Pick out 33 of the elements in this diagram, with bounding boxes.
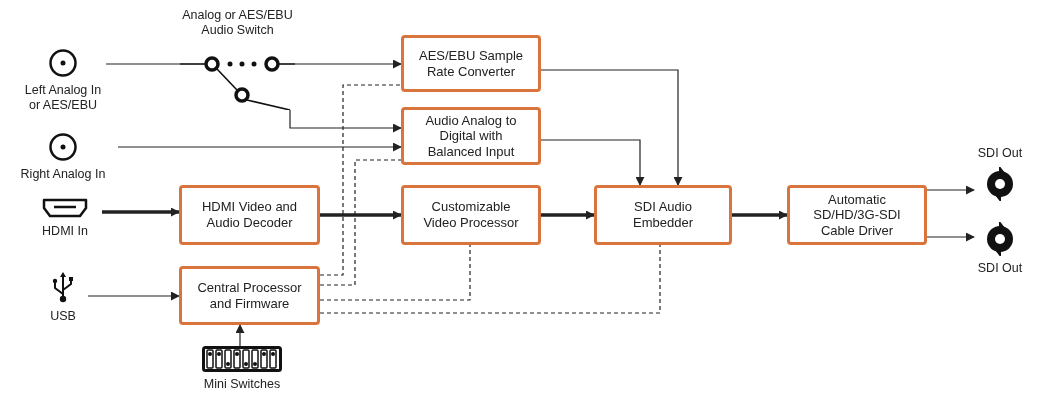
connector-line: [105, 63, 181, 65]
process-box: HDMI Video and Audio Decoder: [179, 185, 320, 245]
arrow: [235, 324, 245, 347]
arrow: [540, 69, 683, 186]
dashed-connector: [319, 244, 661, 314]
process-box: Central Processor and Firmware: [179, 266, 320, 325]
dashed-connector: [319, 244, 471, 301]
connector-label: SDI Out: [977, 261, 1023, 276]
arrow: [117, 142, 402, 152]
arrow: [540, 139, 645, 186]
arrow: [102, 207, 180, 217]
arrow: [289, 109, 402, 133]
process-box: SDI Audio Embedder: [594, 185, 732, 245]
dashed-connector: [319, 159, 402, 286]
connector-label: Right Analog In: [20, 167, 106, 182]
connector-label: Left Analog In or AES/EBU: [23, 83, 103, 113]
dashed-connector: [319, 84, 402, 276]
process-box: Automatic SD/HD/3G-SDI Cable Driver: [787, 185, 927, 245]
process-box: AES/EBU Sample Rate Converter: [401, 35, 541, 92]
connector-label: Mini Switches: [203, 377, 281, 392]
arrow: [732, 210, 788, 220]
arrow: [926, 232, 975, 242]
connector-label: USB: [50, 309, 76, 324]
arrow: [87, 291, 180, 301]
arrow: [541, 210, 595, 220]
arrow: [320, 210, 402, 220]
process-box: Customizable Video Processor: [401, 185, 541, 245]
arrow: [926, 185, 975, 195]
connector-label: SDI Out: [977, 146, 1023, 161]
process-box: Audio Analog to Digital with Balanced Input: [401, 107, 541, 165]
switch-label: Analog or AES/EBU Audio Switch: [181, 8, 294, 38]
arrow: [294, 59, 402, 69]
connector-label: HDMI In: [42, 224, 88, 239]
